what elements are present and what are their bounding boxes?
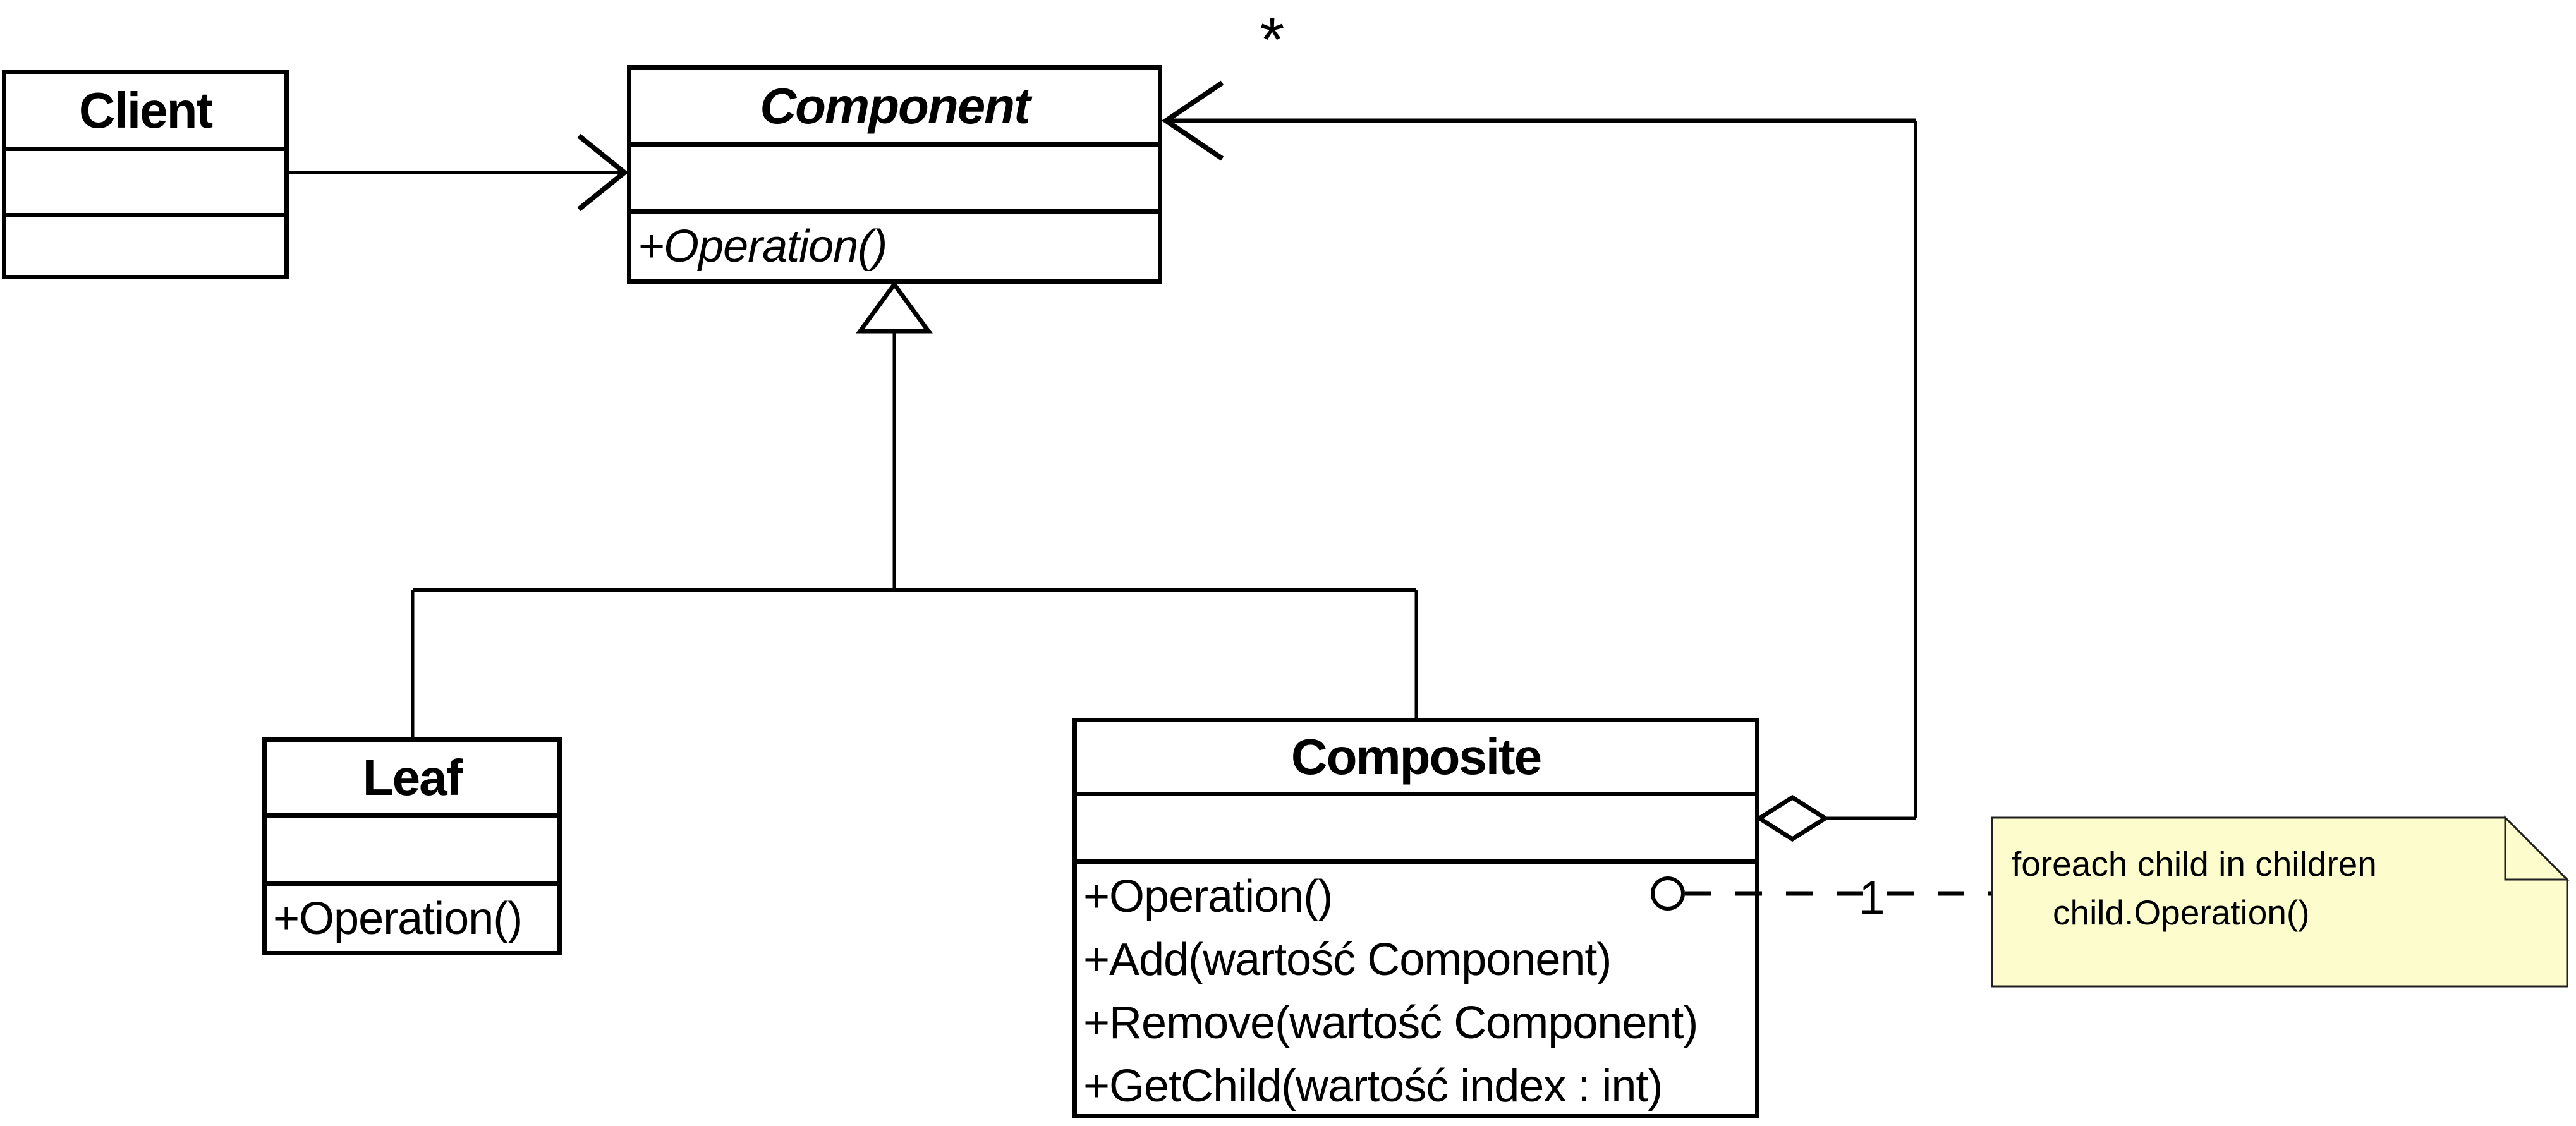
note-link-multiplicity-label: 1 [1859,871,1885,924]
component-method-operation: +Operation() [638,221,887,272]
client-methods-compartment [6,213,284,275]
composite-method-add: +Add(wartość Component) [1083,935,1612,985]
note-text-line-1: foreach child in children [2012,844,2377,883]
composite-method-operation: +Operation() [1083,871,1333,922]
composite-methods-compartment: +Operation() +Add(wartość Component) +Re… [1077,859,1755,1118]
component-methods-compartment: +Operation() [631,209,1158,279]
class-box-composite: Composite +Operation() +Add(wartość Comp… [1072,718,1759,1118]
leaf-attributes-compartment [267,813,557,881]
class-title-composite: Composite [1291,729,1542,785]
aggregation-multiplicity-label: * [1260,4,1285,75]
composite-method-getchild: +GetChild(wartość index : int) [1083,1061,1663,1111]
composite-attributes-compartment [1077,792,1755,859]
component-attributes-compartment [631,142,1158,209]
class-title-client: Client [78,82,213,138]
class-title-leaf: Leaf [362,749,463,806]
note-fold-corner-icon [2504,815,2570,881]
note-text-line-2: child.Operation() [2053,893,2310,932]
leaf-methods-compartment: +Operation() [267,881,557,951]
client-attributes-compartment [6,147,284,213]
class-box-component: Component +Operation() [627,65,1162,284]
class-title-component: Component [760,77,1030,134]
aggregation-diamond-icon [1755,794,1830,842]
class-box-leaf: Leaf +Operation() [262,737,562,955]
generalization-triangle-icon [856,281,933,334]
leaf-method-operation: +Operation() [273,893,523,944]
note-shape [1991,816,2568,988]
composite-method-remove: +Remove(wartość Component) [1083,998,1698,1048]
class-box-client: Client [2,70,289,279]
association-arrowhead-icon [577,133,629,212]
aggregation-arrowhead-icon [1161,80,1224,161]
